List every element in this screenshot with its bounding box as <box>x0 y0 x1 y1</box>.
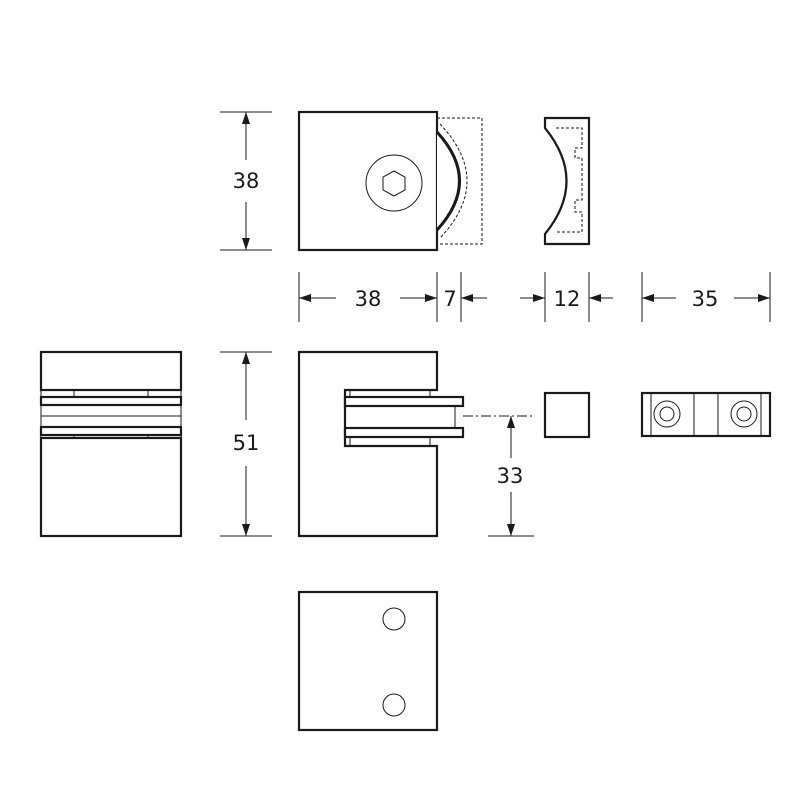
front-view-clamp <box>297 110 483 252</box>
dimension-height-side: 51 <box>220 351 272 537</box>
dim-label-insert-width: 12 <box>554 287 581 311</box>
section-view-clamp <box>297 350 465 538</box>
hex-socket-screw-icon <box>365 154 423 212</box>
dimension-height-top: 38 <box>220 111 272 251</box>
mounting-hole-icon <box>382 607 406 631</box>
dim-label-height-side: 51 <box>233 431 260 455</box>
dim-label-width-body: 38 <box>355 287 382 311</box>
back-view-clamp <box>297 590 439 732</box>
side-view-clamp <box>39 350 183 538</box>
dimension-glass-height: 33 <box>463 415 534 537</box>
mounting-hole-icon <box>730 400 758 428</box>
insert-end-view <box>543 391 591 439</box>
insert-top-view <box>640 391 772 438</box>
mounting-hole-icon <box>382 693 406 717</box>
curved-insert-profile <box>543 116 591 246</box>
dim-label-gap: 7 <box>443 287 456 311</box>
dimension-row-horizontal: 38 7 12 35 <box>298 272 771 322</box>
mounting-hole-icon <box>653 400 681 428</box>
dim-label-height-top: 38 <box>233 169 260 193</box>
dim-label-insert-length: 35 <box>692 287 719 311</box>
dim-label-glass-height: 33 <box>497 464 524 488</box>
